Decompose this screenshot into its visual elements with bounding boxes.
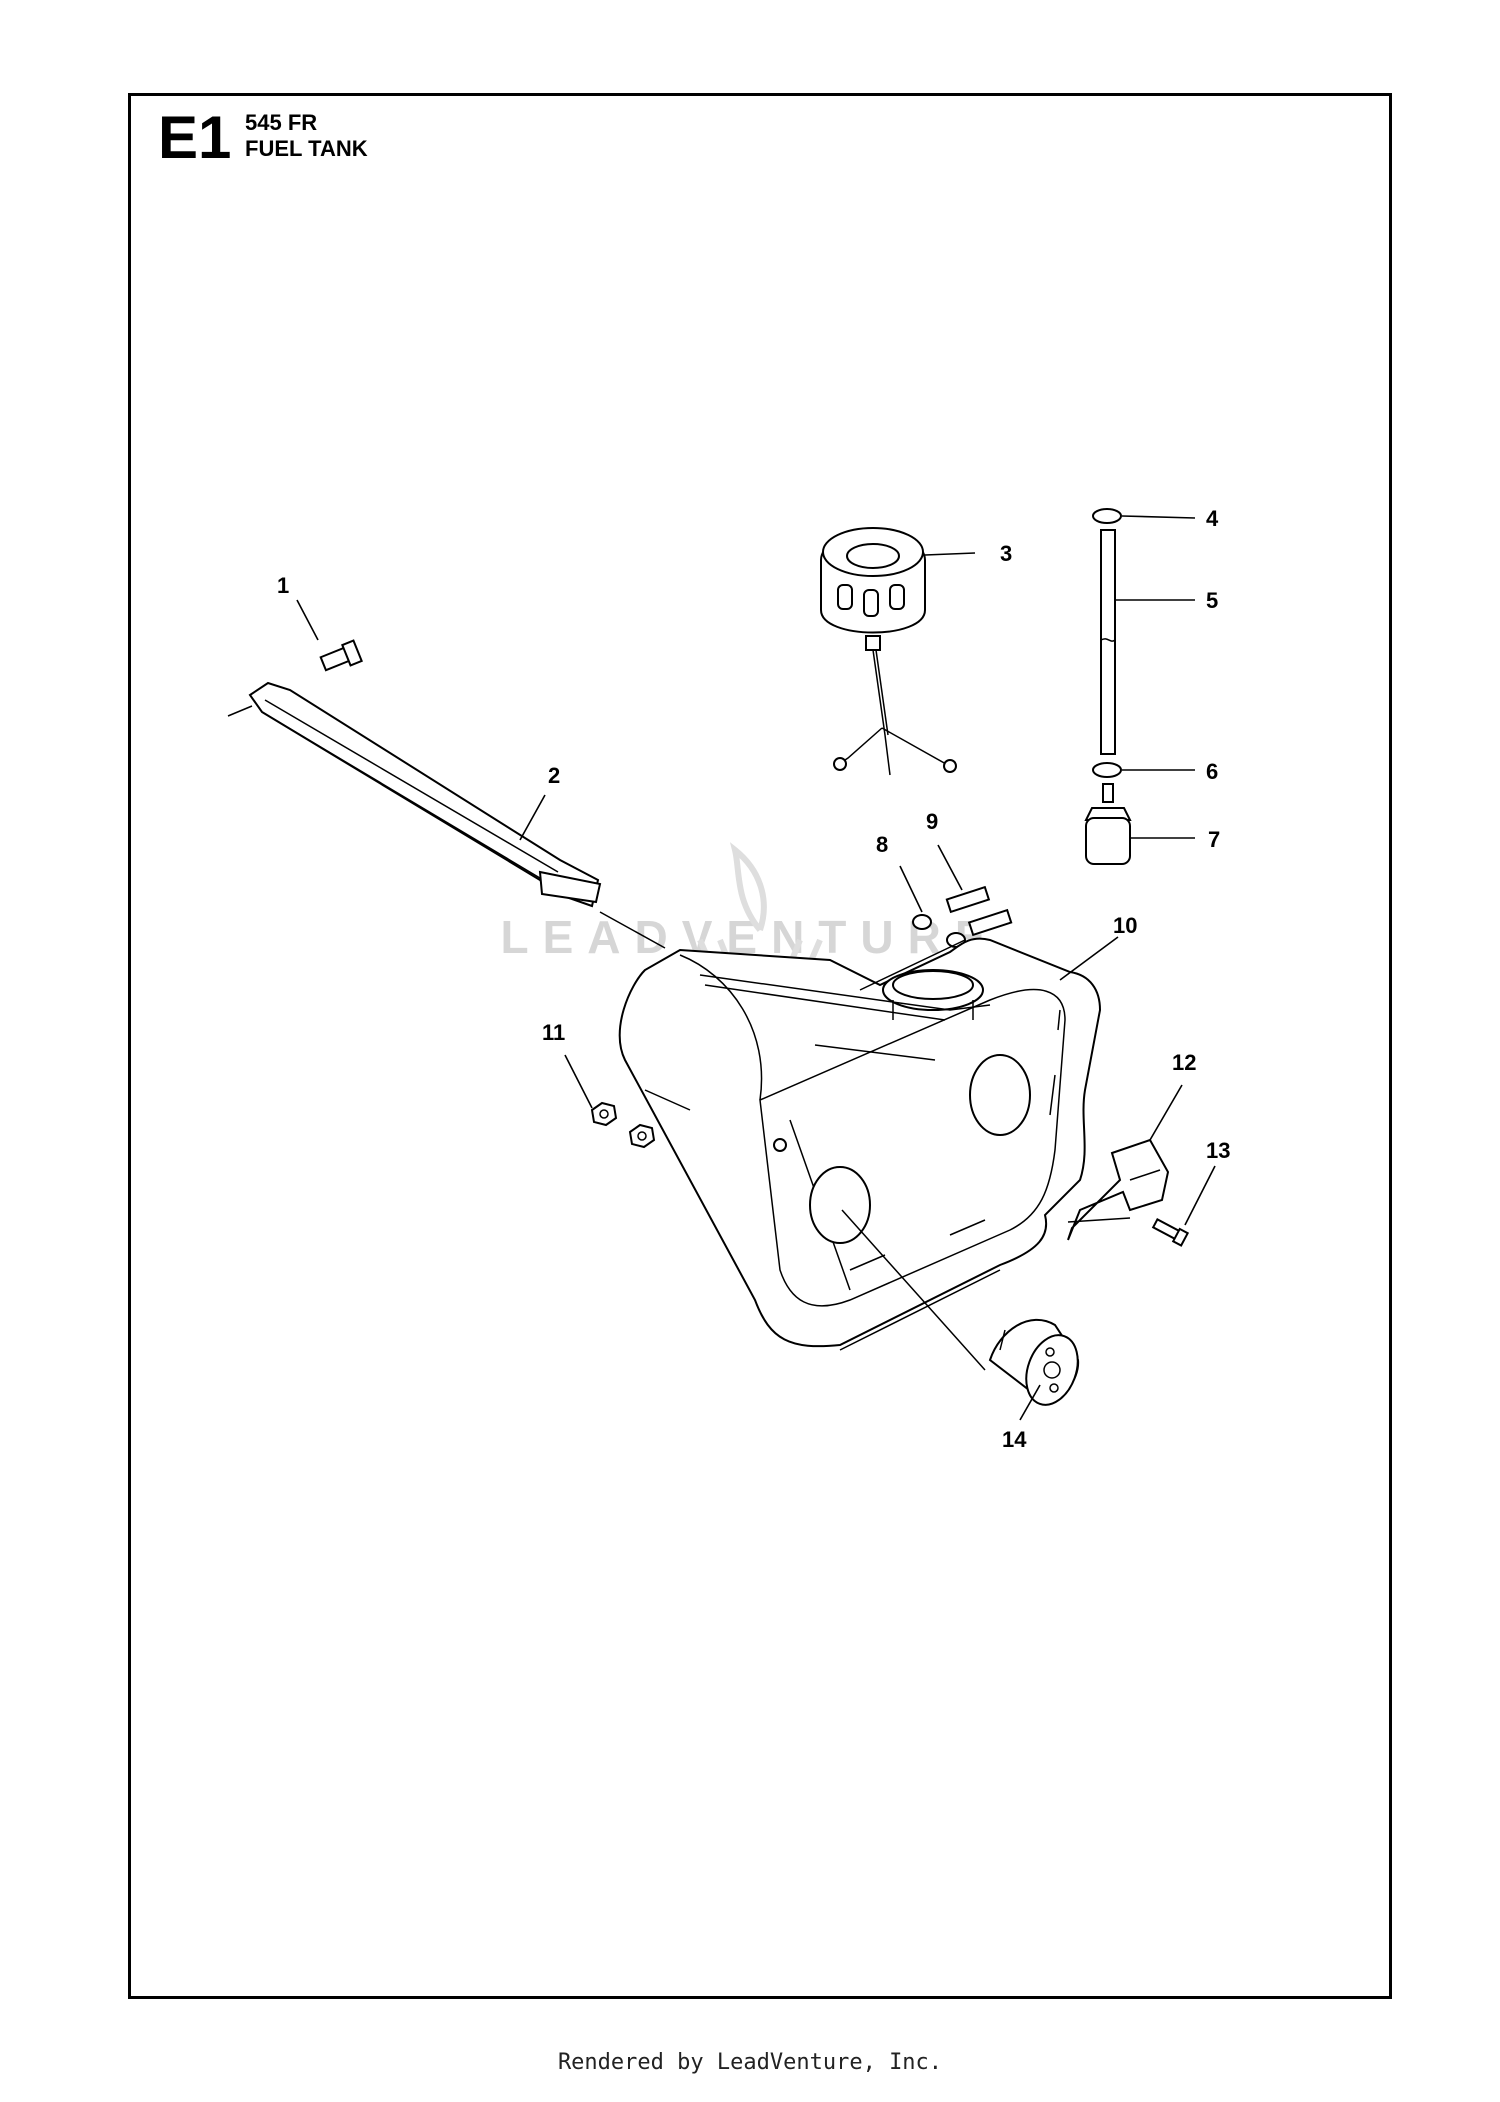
model-name: 545 FR	[245, 110, 318, 135]
leader-lines	[296, 515, 1216, 1421]
callout-1: 1	[277, 573, 289, 598]
part-13-screw[interactable]	[1151, 1218, 1190, 1247]
part-14-cushion[interactable]	[988, 1319, 1087, 1412]
part-12-bracket[interactable]	[1067, 1138, 1170, 1241]
part-2-tube[interactable]	[227, 681, 602, 908]
part-9-screw[interactable]	[945, 885, 1013, 937]
part-1-screw[interactable]	[319, 639, 363, 672]
footer-credit: Rendered by LeadVenture, Inc.	[557, 2050, 943, 2075]
callout-6: 6	[1206, 759, 1218, 784]
callout-8: 8	[876, 832, 888, 857]
callout-7: 7	[1208, 827, 1220, 852]
callout-14: 14	[1002, 1427, 1027, 1452]
part-3-fuel-cap[interactable]	[820, 527, 957, 776]
part-7-fuel-filter[interactable]	[1084, 783, 1132, 865]
callout-10: 10	[1113, 913, 1137, 938]
part-10-fuel-tank[interactable]	[618, 937, 1102, 1351]
callout-12: 12	[1172, 1050, 1196, 1075]
callout-9: 9	[926, 809, 938, 834]
callout-11: 11	[542, 1020, 565, 1045]
assembly-lines	[599, 911, 1131, 1371]
callout-13: 13	[1206, 1138, 1230, 1163]
callout-5: 5	[1206, 588, 1218, 613]
callout-labels: 1 2 3 4 5 6 7 8 9 10 11 12 13 14	[277, 506, 1230, 1452]
callout-4: 4	[1206, 506, 1219, 531]
part-4-o-ring[interactable]	[1092, 508, 1122, 524]
diagram-frame	[128, 93, 1392, 1999]
callout-3: 3	[1000, 541, 1012, 566]
callout-2: 2	[548, 763, 560, 788]
part-6-o-ring[interactable]	[1092, 762, 1122, 778]
diagram-title: FUEL TANK	[245, 136, 368, 161]
part-5-fuel-hose[interactable]	[1100, 529, 1116, 755]
part-8-washer[interactable]	[912, 914, 966, 948]
section-code: E1	[158, 104, 232, 171]
part-11-nut[interactable]	[590, 1101, 656, 1149]
